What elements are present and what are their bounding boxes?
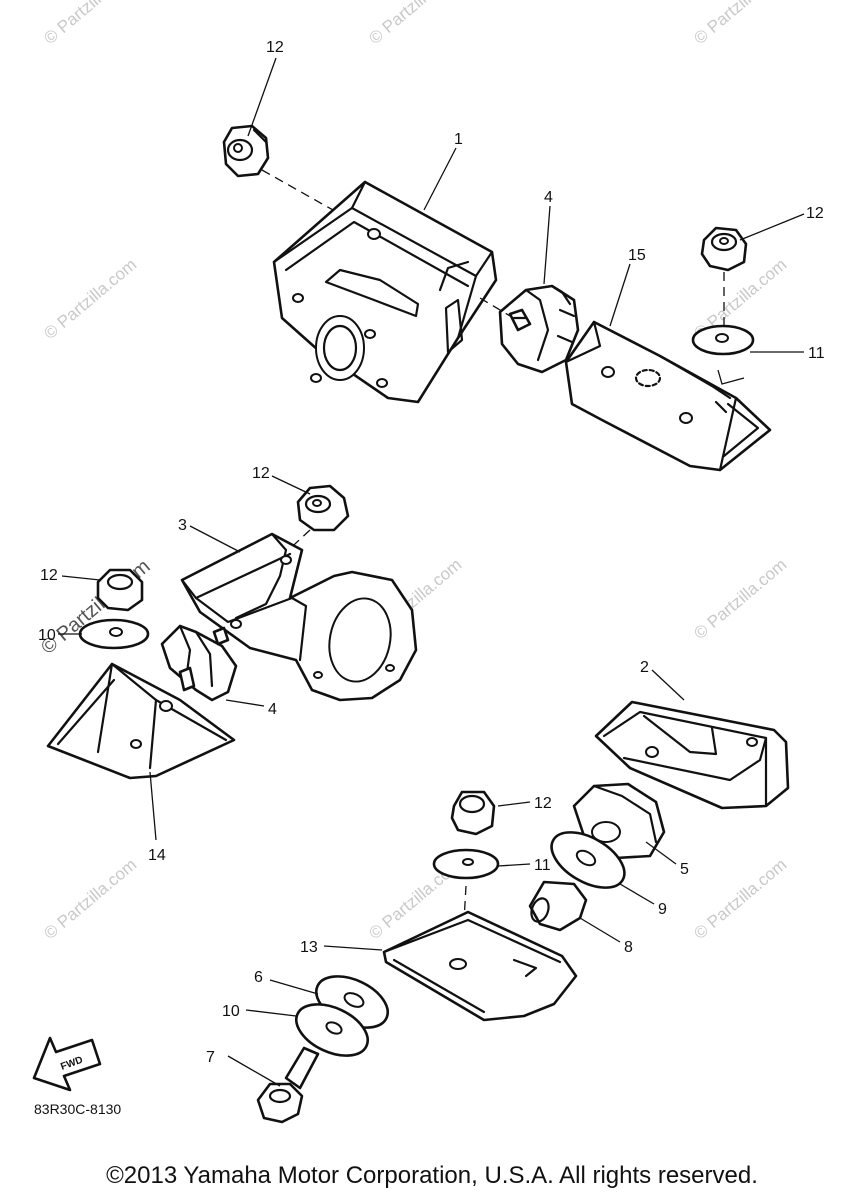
part-11-washer-right <box>691 324 755 356</box>
callout-10: 10 <box>222 1003 240 1020</box>
watermark: © Partzilla.com <box>690 855 790 943</box>
callout-12: 12 <box>266 39 284 56</box>
copyright-notice: ©2013 Yamaha Motor Corporation, U.S.A. A… <box>106 1162 758 1189</box>
part-12-nut-right <box>700 226 748 272</box>
part-12-nut-left <box>96 568 144 612</box>
watermark: © Partzilla.com <box>40 855 140 943</box>
part-4-damper-upper <box>498 284 580 374</box>
watermark: © Partzilla.com <box>365 0 465 48</box>
callout-5: 5 <box>680 861 689 878</box>
part-11-washer-lower <box>432 848 500 880</box>
forward-arrow-icon: FWD <box>32 1036 102 1092</box>
callout-11: 11 <box>534 857 551 874</box>
callout-14: 14 <box>148 847 166 864</box>
watermarks: © Partzilla.com © Partzilla.com © Partzi… <box>37 0 790 943</box>
callout-4: 4 <box>544 189 553 206</box>
part-12-nut-lower <box>450 790 496 836</box>
part-8-collar <box>528 880 588 932</box>
callout-2: 2 <box>640 659 649 676</box>
part-3-bracket <box>180 532 418 702</box>
watermark: © Partzilla.com <box>40 0 140 48</box>
callout-9: 9 <box>658 901 667 918</box>
part-12-nut-middle <box>296 484 350 532</box>
callout-12: 12 <box>806 205 824 222</box>
part-13-bracket <box>382 910 578 1022</box>
part-4-damper-middle <box>160 624 238 702</box>
diagram-code: 83R30C-8130 <box>34 1101 121 1117</box>
part-14-bracket <box>46 662 236 780</box>
callout-13: 13 <box>300 939 318 956</box>
watermark: © Partzilla.com <box>690 0 790 48</box>
callout-11: 11 <box>808 345 825 362</box>
part-10-washer-lower <box>295 1003 369 1057</box>
part-9-plate <box>550 831 626 889</box>
leader-lines <box>58 57 805 1087</box>
callout-6: 6 <box>254 969 263 986</box>
callout-12: 12 <box>40 567 58 584</box>
callout-3: 3 <box>178 517 187 534</box>
part-1-engine-bracket <box>272 180 498 404</box>
callout-12: 12 <box>252 465 270 482</box>
part-7-bolt <box>256 1046 320 1124</box>
callout-1: 1 <box>454 131 463 148</box>
part-12-nut-top <box>222 124 270 178</box>
callout-8: 8 <box>624 939 633 956</box>
watermark: © Partzilla.com <box>690 555 790 643</box>
callout-4: 4 <box>268 701 277 718</box>
part-2-bracket <box>594 700 790 810</box>
watermark: © Partzilla.com <box>40 255 140 343</box>
part-10-washer-left <box>78 618 150 650</box>
callout-15: 15 <box>628 247 646 264</box>
assembly-line <box>479 297 511 317</box>
callout-12: 12 <box>534 795 552 812</box>
callouts: 12 1 4 15 12 11 12 3 12 10 4 14 2 12 11 … <box>38 39 825 1066</box>
part-15-bracket <box>564 320 772 472</box>
callout-10: 10 <box>38 627 56 644</box>
assembly-line <box>717 369 745 385</box>
callout-7: 7 <box>206 1049 215 1066</box>
